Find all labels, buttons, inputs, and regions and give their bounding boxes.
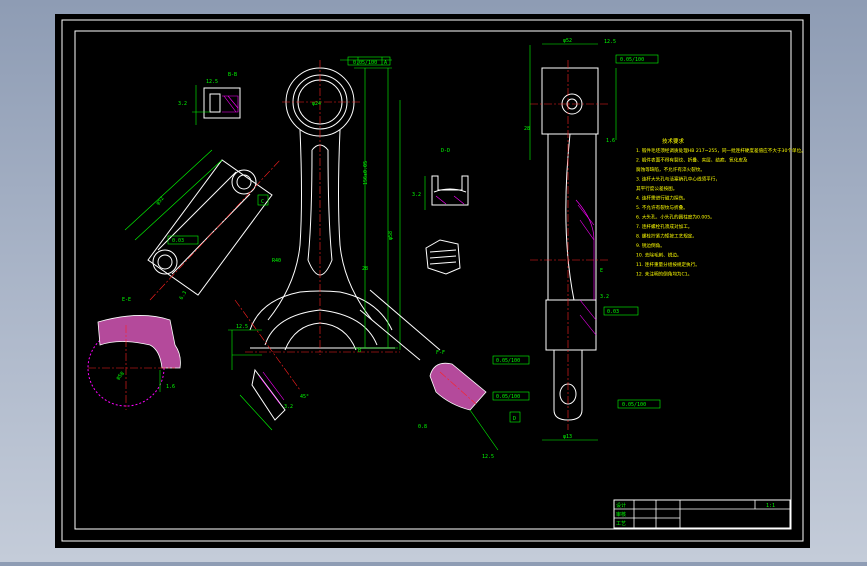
- dim-total-length: φ58: [388, 231, 394, 240]
- note-line: 2. 锻件表面不得有裂纹、折叠、夹层、结疤、氧化皮及: [636, 157, 748, 164]
- tol-frame-ff-2: 0.05/100: [496, 394, 520, 400]
- datum-d: D: [513, 416, 516, 422]
- datum-b: B: [358, 348, 361, 354]
- datum-c: C: [261, 199, 264, 205]
- dim-section-e-2: 1.6: [166, 384, 175, 390]
- tol-frame-side-top: 0.05/100: [620, 57, 644, 63]
- dim-side-bottom: φ13: [563, 434, 572, 440]
- sheet-background: [55, 14, 810, 548]
- rough-side-top: 12.5: [604, 39, 616, 45]
- dim-tilted-length: φ52: [155, 196, 166, 207]
- datum-a: A: [384, 60, 387, 66]
- note-line: 4. 连杆需进行磁力探伤。: [636, 195, 688, 202]
- rough-side-2: 3.2: [600, 294, 609, 300]
- note-line: 5. 不允许有裂纹与折叠。: [636, 204, 688, 211]
- note-line: 11. 连杆重量分组按规定执行。: [636, 261, 700, 268]
- title-label-design: 设计: [616, 502, 626, 509]
- tol-frame-main-top: 0.05/100: [353, 60, 377, 66]
- dim-tilted-2: 6.3: [179, 290, 189, 301]
- dim-shank-width: 28: [362, 266, 368, 272]
- dim-d-height: 3.2: [412, 192, 421, 198]
- tol-frame-side-mid: 0.03: [607, 309, 619, 315]
- title-label-process: 工艺: [616, 521, 626, 527]
- note-line: 9. 锐边倒角。: [636, 242, 665, 249]
- dim-side-height: 28: [524, 126, 530, 132]
- section-label-e: E-E: [122, 297, 131, 303]
- rough-side-1: 1.6: [606, 138, 615, 144]
- technical-notes: 技术要求 1. 锻件毛坯须经调质处理HB 217~255，同一批连杆硬度差值应不…: [636, 137, 806, 278]
- rough-main-1: 12.5: [236, 324, 248, 330]
- note-line: 6. 大头孔、小头孔的圆柱度为0.005。: [636, 214, 715, 221]
- tilted-cap-view: 0.03 C φ52 6.3: [124, 149, 281, 301]
- note-line: 7. 连杆螺栓孔须成对加工。: [636, 223, 692, 230]
- section-f-f: F-F 0.05/100 0.05/100 D 0.8 12.5: [418, 350, 530, 460]
- note-line: 8. 螺栓拧紧力矩按工艺规定。: [636, 233, 697, 240]
- rough-bb-2: 3.2: [178, 101, 187, 107]
- dim-side-width: φ52: [563, 38, 572, 44]
- outer-frame: [61, 19, 804, 542]
- dim-center-distance: 156±0.05: [363, 161, 369, 185]
- section-e-e: E-E φ58 1.6: [87, 297, 181, 410]
- side-rod-view: φ52 0.05/100 0.03 0.05/100 φ13 12.5 1.6 …: [524, 38, 661, 441]
- dim-radius: R40: [272, 258, 281, 264]
- tol-frame-ff-1: 0.05/100: [496, 358, 520, 364]
- section-label-f: F-F: [436, 350, 445, 356]
- main-rod-view: 0.05/100 A φ24 156±0.05 φ58 R40 28 12.5 …: [228, 56, 441, 431]
- note-line: 10. 去除毛刺、锐边。: [636, 252, 682, 259]
- section-b-b: B-B 12.5 3.2: [178, 72, 241, 125]
- note-line: 3. 连杆大头孔与活塞销孔中心线须平行，: [636, 176, 720, 183]
- dim-section-e: φ58: [115, 371, 126, 382]
- tol-frame-side-bottom: 0.05/100: [622, 402, 646, 408]
- title-block: 设计 审核 工艺 1:1: [613, 499, 791, 529]
- rough-ff: 0.8: [418, 424, 427, 430]
- bolt-detail: [425, 239, 461, 275]
- section-d-d: D-D 3.2: [412, 148, 469, 210]
- datum-e: E: [600, 268, 603, 274]
- note-line: 其平行度公差按图。: [636, 185, 677, 192]
- dim-angle: 45°: [300, 394, 309, 400]
- note-line: 12. 未注明的倒角均为C1。: [636, 271, 692, 278]
- rough-main-2: 3.2: [284, 404, 293, 410]
- tol-frame-tilted: 0.03: [172, 238, 184, 244]
- note-line: 1. 锻件毛坯须经调质处理HB 217~255，同一批连杆硬度差值应不大于30个…: [636, 147, 806, 154]
- notes-title: 技术要求: [662, 137, 685, 145]
- dim-small-end: φ24: [312, 101, 321, 107]
- rough-bb: 12.5: [206, 79, 218, 85]
- title-scale: 1:1: [766, 503, 775, 509]
- inner-frame: [74, 30, 792, 530]
- section-label-b: B-B: [228, 72, 237, 78]
- section-label-d: D-D: [441, 148, 450, 154]
- rough-ff-2: 12.5: [482, 454, 494, 460]
- title-label-review: 审核: [616, 511, 626, 518]
- note-line: 腐蚀等缺陷，不允许有淬火裂纹。: [636, 166, 705, 173]
